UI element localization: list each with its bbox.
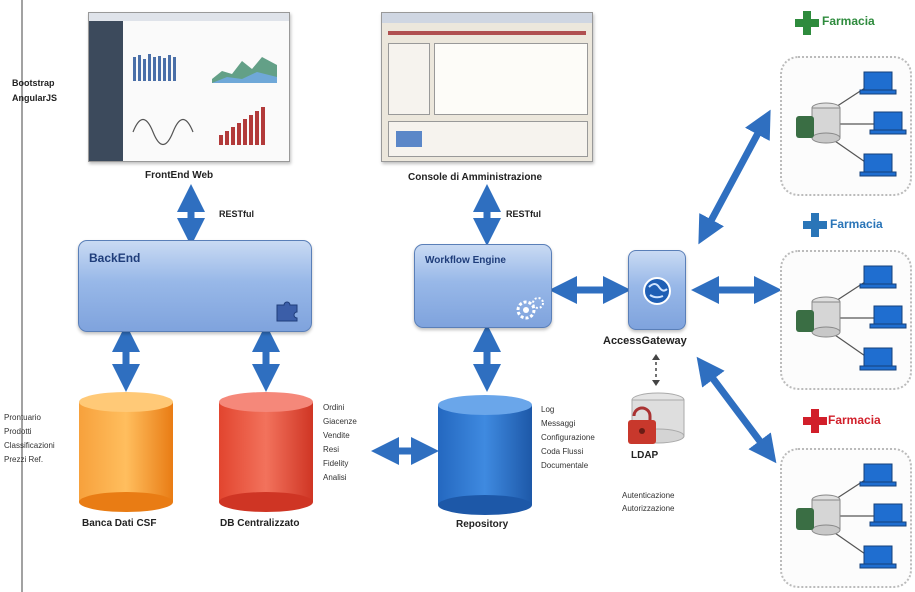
db-list-item: Giacenze <box>323 417 357 426</box>
ldap-authz: Autorizzazione <box>622 504 675 513</box>
backend-label: BackEnd <box>89 251 141 265</box>
repo-list-item: Configurazione <box>541 433 595 442</box>
arrow-gateway-pharmacy-3 <box>696 356 777 464</box>
workflow-engine-box: Workflow Engine <box>414 244 552 328</box>
console-screenshot <box>381 12 593 162</box>
pharmacy-cross-icon <box>803 213 827 237</box>
pharmacy-cross-icon <box>795 11 819 35</box>
repo-list-item: Messaggi <box>541 419 576 428</box>
db-centralizzato-label: DB Centralizzato <box>220 518 300 529</box>
restful-label-right: RESTful <box>506 209 541 219</box>
database-cylinders <box>79 392 532 515</box>
stack-bootstrap: Bootstrap <box>12 78 55 88</box>
puzzle-icon <box>276 301 298 322</box>
pharmacy-label: Farmacia <box>822 14 875 28</box>
console-label: Console di Amministrazione <box>408 172 543 183</box>
access-gateway-label: AccessGateway <box>603 335 687 347</box>
db-list-item: Analisi <box>323 473 347 482</box>
ldap-lock-icon <box>628 392 685 444</box>
backend-box: BackEnd <box>78 240 312 332</box>
repo-list-item: Documentale <box>541 461 589 470</box>
dashboard-charts-mock <box>132 54 277 146</box>
db-list-item: Ordini <box>323 403 345 412</box>
access-gateway-box <box>628 250 686 330</box>
repository-cylinder <box>438 395 532 515</box>
left-list-item: Classificazioni <box>4 441 55 450</box>
pharmacy-label: Farmacia <box>828 413 881 427</box>
db-list-item: Vendite <box>323 431 350 440</box>
repo-list-item: Log <box>541 405 555 414</box>
left-list-item: Prodotti <box>4 427 32 436</box>
left-list-item: Prezzi Ref. <box>4 455 44 464</box>
globe-icon <box>643 277 671 305</box>
restful-label-left: RESTful <box>219 209 254 219</box>
gears-icon <box>516 297 544 320</box>
db-centralizzato-cylinder <box>219 392 313 512</box>
banca-dati-label: Banca Dati CSF <box>82 518 157 529</box>
frontend-label: FrontEnd Web <box>145 170 214 181</box>
repository-label: Repository <box>456 519 509 530</box>
workflow-label: Workflow Engine <box>425 255 506 266</box>
sidebar-mock <box>89 21 123 161</box>
pharmacy-network-nodes <box>795 71 907 569</box>
db-list-item: Resi <box>323 445 340 454</box>
ldap-auth: Autenticazione <box>622 491 675 500</box>
banca-dati-cylinder <box>79 392 173 512</box>
pharmacy-cross-icon <box>803 409 827 433</box>
left-list-item: Prontuario <box>4 413 41 422</box>
repo-list-item: Coda Flussi <box>541 447 584 456</box>
frontend-screenshot <box>88 12 290 162</box>
stack-angularjs: AngularJS <box>12 93 58 103</box>
ldap-label: LDAP <box>631 450 659 461</box>
pharmacy-label: Farmacia <box>830 217 883 231</box>
db-list-item: Fidelity <box>323 459 349 468</box>
arrow-gateway-pharmacy-1 <box>698 109 771 245</box>
